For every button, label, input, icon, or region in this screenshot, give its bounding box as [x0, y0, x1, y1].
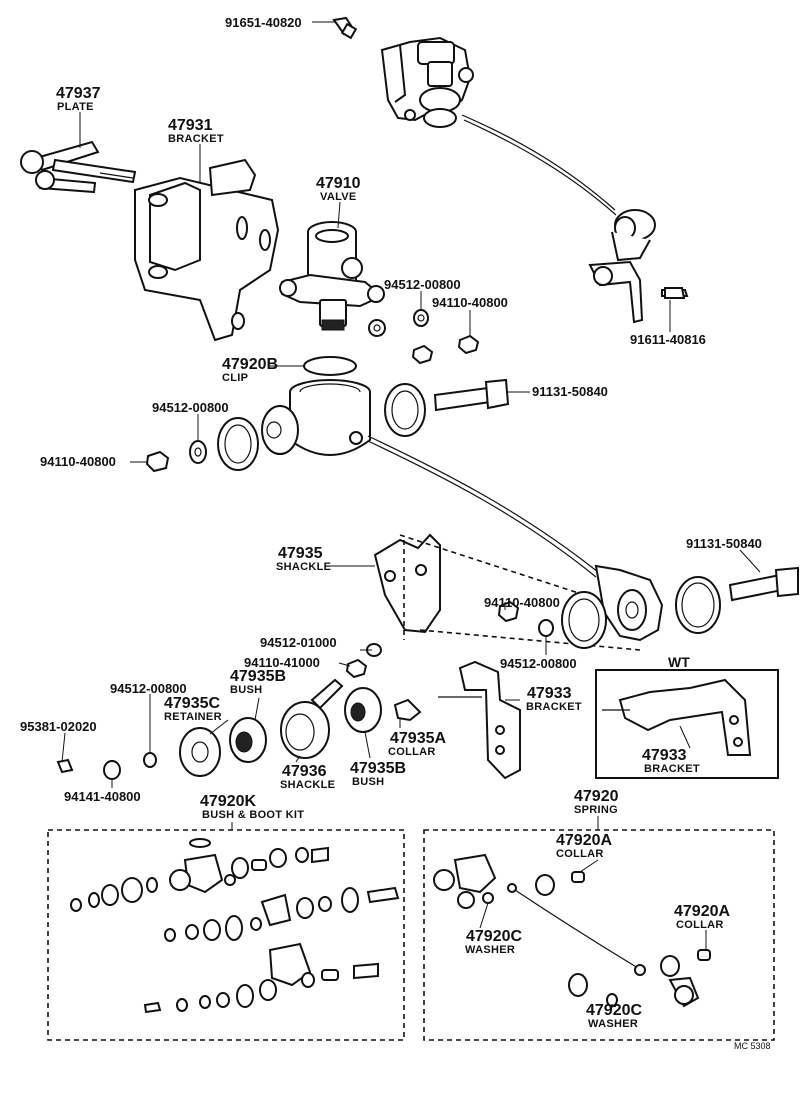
bracket-47933-b: [602, 678, 752, 756]
label-collar-a: COLLAR: [556, 848, 604, 860]
valve-assembly-top: [380, 36, 689, 324]
label-94110-40800-b: 94110-40800: [40, 454, 116, 469]
label-91131-50840-a: 91131-50840: [532, 384, 608, 399]
plate-47937: [20, 140, 137, 194]
middle-left-hardware: [145, 417, 259, 473]
label-94110-41000: 94110-41000: [244, 655, 320, 670]
label-94110-40800-c: 94110-40800: [484, 595, 560, 610]
label-bush-b: BUSH: [352, 776, 385, 788]
label-94512-01000: 94512-01000: [260, 635, 337, 650]
label-94141-40800: 94141-40800: [64, 789, 141, 804]
label-clip: CLIP: [222, 372, 249, 384]
label-shackle-47936: SHACKLE: [280, 779, 336, 791]
label-47920: 47920: [574, 788, 619, 805]
label-47920C-b: 47920C: [586, 1002, 643, 1019]
label-bracket-47933-b: BRACKET: [644, 763, 700, 775]
label-wt: WT: [668, 654, 690, 670]
kit-right-parts: [433, 853, 711, 1008]
label-47935: 47935: [278, 545, 323, 562]
label-47920A-b: 47920A: [674, 903, 731, 920]
label-94512-00800-d: 94512-00800: [500, 656, 577, 671]
label-valve: VALVE: [320, 191, 357, 203]
leader-lines: [61, 21, 761, 1008]
label-washer-a: WASHER: [465, 944, 516, 956]
label-plate: PLATE: [57, 101, 94, 113]
label-91651-40820: 91651-40820: [225, 15, 302, 30]
shackle-hardware: [345, 591, 607, 679]
label-95381-02020: 95381-02020: [20, 719, 97, 734]
label-94110-40800-a: 94110-40800: [432, 295, 508, 310]
bolt-91651: [332, 16, 358, 40]
label-47933-b: 47933: [642, 747, 687, 764]
label-47931: 47931: [168, 117, 213, 134]
label-47920K: 47920K: [200, 793, 257, 810]
label-47936: 47936: [282, 763, 327, 780]
label-47920B: 47920B: [222, 356, 279, 373]
label-47935C: 47935C: [164, 695, 221, 712]
label-47935A: 47935A: [390, 730, 447, 747]
bolt-91611: [664, 287, 686, 299]
label-washer-b: WASHER: [588, 1018, 639, 1030]
bracket-47933-a: [438, 660, 521, 780]
label-47910: 47910: [316, 175, 361, 192]
bracket-47931: [134, 158, 280, 342]
valve-47910: [279, 221, 385, 331]
label-47933-a: 47933: [527, 685, 572, 702]
label-91131-50840-b: 91131-50840: [686, 536, 762, 551]
label-47935B-b: 47935B: [350, 760, 407, 777]
diagram-code: MC 5308: [734, 1041, 771, 1051]
label-47937: 47937: [56, 85, 101, 102]
label-spring: SPRING: [574, 804, 618, 816]
label-collar-47935A: COLLAR: [388, 746, 436, 758]
label-47935B-a: 47935B: [230, 668, 287, 685]
kit-box-right: [423, 829, 775, 1041]
valve-body-middle: [261, 379, 721, 642]
label-bracket-47931: BRACKET: [168, 133, 224, 145]
label-shackle-47935: SHACKLE: [276, 561, 332, 573]
label-94512-00800-a: 94512-00800: [384, 277, 461, 292]
bolt-91131-right: [728, 566, 799, 602]
label-retainer: RETAINER: [164, 711, 222, 723]
label-bracket-47933-a: BRACKET: [526, 701, 582, 713]
label-bush-boot-kit: BUSH & BOOT KIT: [202, 809, 305, 821]
label-94512-00800-e: 94512-00800: [110, 681, 187, 696]
label-47920A-a: 47920A: [556, 832, 613, 849]
middle-right-hardware: [384, 378, 510, 437]
label-bush-a: BUSH: [230, 684, 263, 696]
label-94512-00800-b: 94512-00800: [152, 400, 229, 415]
kit-left-parts: [70, 838, 400, 1014]
clip-47920B: [303, 356, 357, 376]
label-91611-40816: 91611-40816: [630, 332, 706, 347]
kit-box-left: [47, 829, 405, 1041]
valve-hardware: [368, 309, 480, 365]
shackle-47935: [373, 533, 641, 651]
label-47920C-a: 47920C: [466, 928, 523, 945]
label-collar-b: COLLAR: [676, 919, 724, 931]
wt-box: [595, 669, 779, 779]
bush-row: [56, 678, 422, 780]
